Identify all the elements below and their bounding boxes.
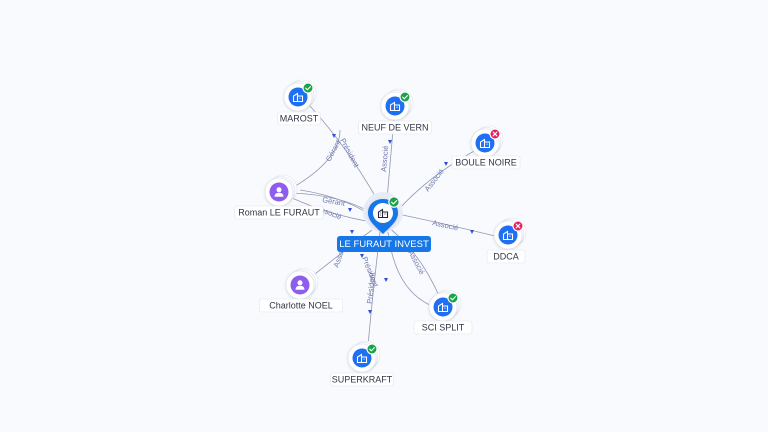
node-label: DDCA	[493, 251, 519, 261]
node-label-pill	[486, 249, 526, 264]
building-icon	[356, 353, 368, 364]
check-icon	[369, 347, 375, 352]
node-label-pill	[451, 155, 521, 170]
building-icon	[389, 101, 401, 112]
node-neuf[interactable]: NEUF DE VERN	[358, 88, 432, 135]
building-icon	[437, 302, 449, 313]
edge-label-president-center: Président	[360, 255, 381, 289]
nodes: MAROST NEUF DE VERN BOULE NOIRE DDCA SCI SPL…	[234, 79, 527, 387]
node-label-pill	[358, 120, 432, 135]
arrow-marker	[348, 208, 352, 212]
check-icon	[450, 296, 456, 301]
arrow-marker	[444, 162, 448, 166]
arrow-marker	[350, 230, 354, 234]
node-label: BOULE NOIRE	[455, 157, 517, 167]
person-icon	[274, 187, 284, 197]
close-icon	[515, 223, 521, 229]
check-icon	[391, 200, 398, 205]
building-icon	[479, 138, 491, 149]
check-icon	[305, 86, 311, 91]
edge-label-gerant-marost: Gérant	[324, 138, 343, 163]
node-label-pill	[277, 111, 321, 126]
edge-label-associe-ddca: Associé	[432, 218, 460, 232]
status-badge-active	[399, 91, 411, 103]
node-label: NEUF DE VERN	[361, 122, 428, 132]
center-label: LE FURAUT INVEST	[339, 239, 429, 250]
edge-label-president-superkraft: Président	[365, 271, 377, 304]
arrow-marker	[388, 140, 392, 144]
node-label-pill	[330, 372, 394, 387]
center-label-pill[interactable]	[337, 236, 431, 252]
node-ddca[interactable]: DDCA	[486, 217, 527, 264]
node-label-pill	[413, 320, 473, 335]
arrow-marker	[368, 310, 372, 314]
person-icon	[295, 280, 305, 290]
arrow-marker	[332, 134, 336, 138]
building-icon	[292, 92, 304, 103]
building-icon	[502, 230, 514, 241]
edge-label-gerant-roman: Gérant	[322, 195, 347, 208]
node-roman[interactable]: Roman LE FURAUT	[234, 174, 324, 220]
building-icon	[377, 208, 389, 219]
edge-label-associe-boule: Associé	[422, 167, 445, 193]
edge-label-president-marost: Président	[338, 137, 361, 170]
center-status-badge	[388, 196, 400, 208]
edge-boule-center[interactable]	[397, 149, 477, 211]
arrow-marker	[384, 278, 388, 282]
edge-label-associe-split: Associé	[406, 249, 426, 276]
status-badge-active	[447, 292, 459, 304]
node-scisplit[interactable]: SCI SPLIT	[413, 289, 473, 335]
status-badge-active	[302, 82, 314, 94]
node-label: SCI SPLIT	[422, 322, 465, 332]
node-label: SUPERKRAFT	[332, 374, 393, 384]
edge-roman-center-2[interactable]	[291, 197, 373, 223]
edge-roman-marost[interactable]	[291, 129, 341, 189]
node-boule[interactable]: BOULE NOIRE	[451, 125, 521, 170]
status-badge-active	[366, 343, 378, 355]
edge-charlotte-center[interactable]	[309, 229, 373, 279]
center-node[interactable]: LE FURAUT INVEST	[337, 192, 431, 252]
node-label: Charlotte NOEL	[269, 300, 333, 310]
node-label-pill	[234, 205, 324, 220]
arrow-marker	[470, 230, 474, 234]
node-label: MAROST	[280, 113, 319, 123]
node-label: Roman LE FURAUT	[238, 207, 320, 217]
close-icon	[492, 131, 498, 137]
node-marost[interactable]: MAROST	[277, 79, 321, 126]
check-icon	[402, 95, 408, 100]
edge-label-associe-neuf: Associé	[379, 145, 390, 172]
edge-ddca-center[interactable]	[397, 213, 496, 237]
node-charlotte[interactable]: Charlotte NOEL	[258, 267, 343, 313]
arrow-marker	[360, 254, 364, 258]
node-superkraft[interactable]: SUPERKRAFT	[330, 340, 394, 387]
node-label-pill	[258, 298, 343, 313]
